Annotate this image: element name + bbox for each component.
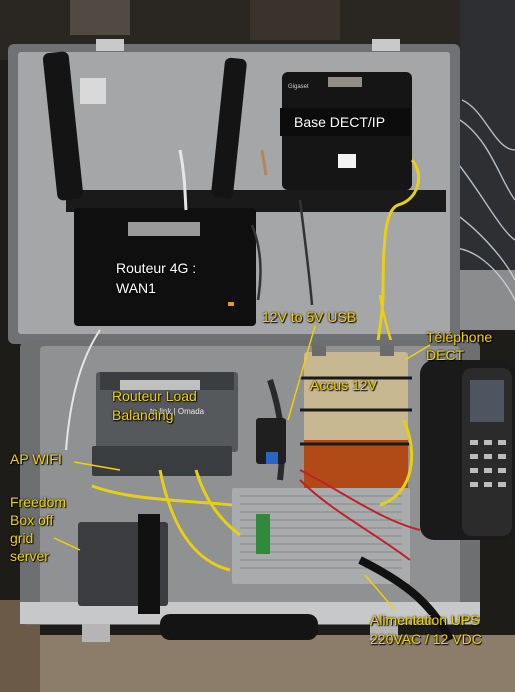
usb-converter [256,418,286,464]
label-router-lb-line1: Routeur Load [112,388,197,404]
label-router-4g-line1: Routeur 4G : [116,260,197,276]
label-router-4g-line2: WAN1 [116,280,156,296]
label-router-lb-line2: Balancing [112,407,174,423]
annotation-pointers [53,325,431,611]
label-freedom-line4: server [10,548,49,564]
label-psu-line2: 220VAC / 12 VDC [370,631,482,647]
label-battery: Accus 12V [310,377,377,393]
router-4g [42,51,256,326]
label-ap-wifi: AP WIFI [10,451,62,467]
velcro-strap [66,190,446,212]
battery-12v [300,346,412,488]
dect-brand-mark: Gigaset [288,84,309,90]
base-cables [65,329,454,642]
label-freedom-line2: Box off [10,512,54,528]
label-freedom-line1: Freedom [10,494,67,510]
dect-phone [420,360,515,540]
tp-link-brand-mark: tp-link | Omada [150,407,205,416]
dect-base [280,72,412,190]
ap-wifi-device [92,446,232,476]
label-base-dect: Base DECT/IP [294,114,386,130]
label-phone-line1: Téléphone [426,329,493,345]
router-load-balancing [96,372,238,452]
label-psu-line1: Alimentation UPS [370,612,480,628]
label-freedom-line3: grid [10,530,34,546]
freedom-box [78,514,168,614]
label-phone-line2: DECT [426,347,465,363]
label-usb-converter: 12V to 5V USB [262,309,357,325]
